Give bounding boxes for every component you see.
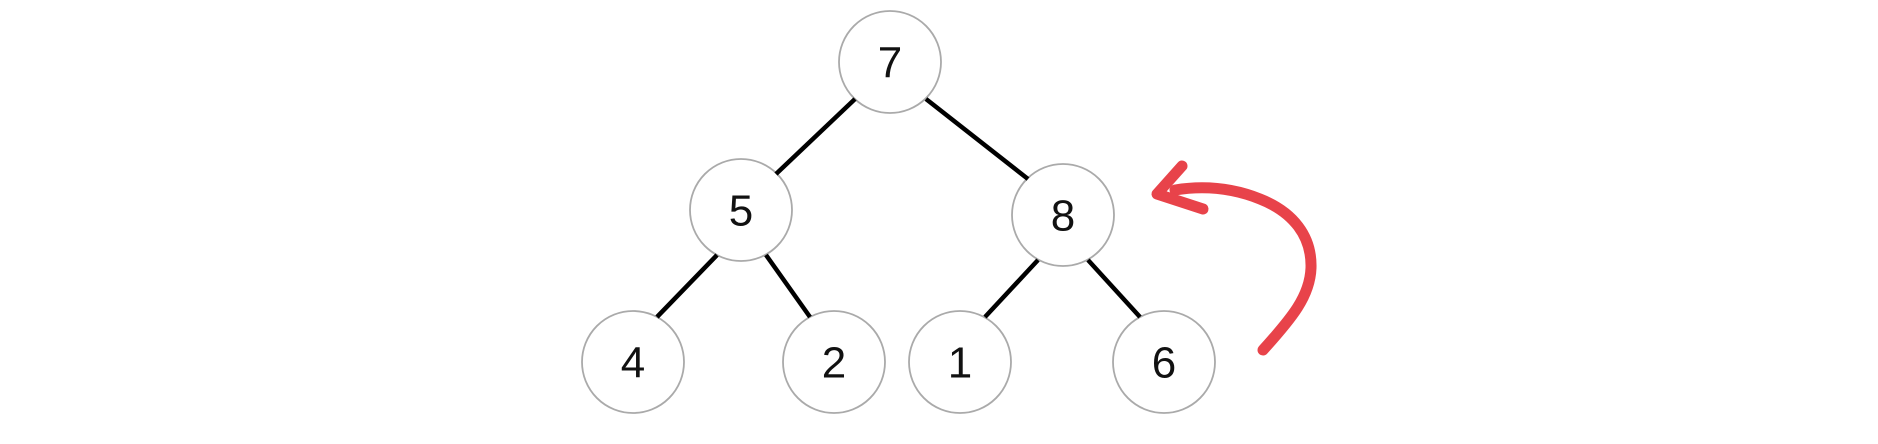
tree-edge-group (655, 97, 1142, 319)
tree-node-label-8: 8 (1051, 192, 1075, 241)
annotation-arrow-tail (1169, 182, 1317, 356)
tree-node-label-7: 7 (878, 39, 902, 88)
node-label-group: 7 5 8 4 2 1 6 (621, 39, 1176, 388)
tree-node-label-5: 5 (729, 187, 753, 236)
tree-node-circle-1[interactable] (908, 310, 1012, 414)
tree-edge-5-2 (764, 253, 812, 319)
tree-edge-7-8 (924, 97, 1030, 181)
tree-edge-7-5 (774, 97, 857, 176)
tree-node-circle-7[interactable] (838, 10, 942, 114)
tree-node-circle-5[interactable] (689, 158, 793, 262)
tree-node-circle-8[interactable] (1011, 163, 1115, 267)
tree-edge-5-4 (655, 253, 719, 319)
tree-node-label-2: 2 (822, 339, 846, 388)
tree-edge-8-6 (1086, 258, 1142, 319)
annotation-arrow (1151, 160, 1317, 356)
tree-node-label-4: 4 (621, 339, 645, 388)
tree-node-circle-2[interactable] (782, 310, 886, 414)
tree-node-label-1: 1 (948, 339, 972, 388)
annotation-arrow-head-icon (1151, 160, 1209, 215)
tree-node-circle-6[interactable] (1112, 310, 1216, 414)
tree-node-label-6: 6 (1152, 339, 1176, 388)
node-circle-group (581, 10, 1216, 414)
tree-node-circle-4[interactable] (581, 310, 685, 414)
tree-edge-8-1 (983, 258, 1040, 319)
